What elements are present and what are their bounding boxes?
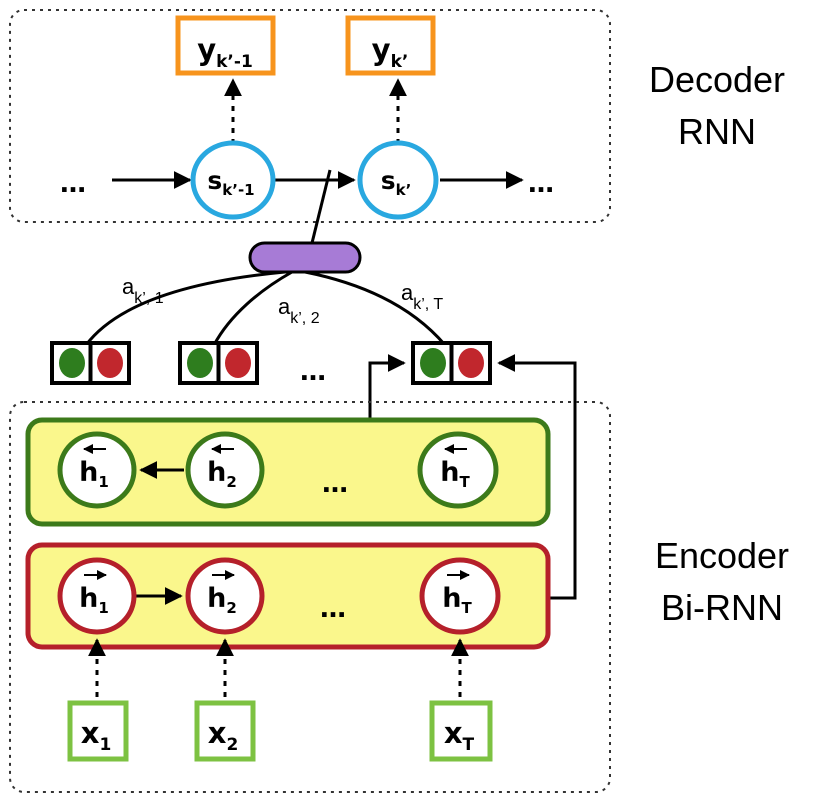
forward-ellipsis: … [320, 594, 346, 624]
decoder-output-label: yk’ [372, 33, 409, 72]
encoder-label-line1: Encoder [655, 535, 789, 576]
decoder-group [9, 9, 611, 223]
attention-node [248, 241, 362, 274]
forward-state-label: h1 [79, 583, 109, 617]
forward-layer [25, 542, 551, 650]
forward-state-node [419, 557, 501, 635]
attention-weight-line [212, 270, 293, 346]
backward-state-node [57, 431, 137, 509]
attention-weight-line [304, 270, 447, 346]
attention-weight-label: ak’, 1 [122, 274, 164, 307]
backward-ellipsis: … [322, 469, 348, 499]
input-box [194, 700, 256, 762]
backward-state-label: h1 [79, 457, 109, 491]
decoder-state-node [190, 140, 276, 220]
forward-state-label: h2 [207, 583, 237, 617]
encoder-label-line2: Bi-RNN [661, 587, 783, 628]
annotation-vector [50, 341, 131, 385]
decoder-state-label: sk’-1 [207, 166, 254, 199]
attention-weight-label: ak’, T [401, 280, 443, 313]
forward-state-label: hT [442, 583, 472, 617]
annotation-vector [411, 341, 492, 385]
decoder-ellipsis-left: … [60, 169, 86, 199]
input-box [429, 700, 493, 762]
backward-state-node [185, 431, 265, 509]
input-label: x2 [208, 716, 239, 755]
decoder-label-line2: RNN [678, 111, 756, 152]
forward-state-dot [225, 348, 251, 378]
decoder-label-line1: Decoder [649, 59, 785, 100]
backward-state-label: hT [440, 457, 470, 491]
input-label: x1 [81, 716, 112, 755]
backward-state-dot [187, 348, 213, 378]
attention-weight-line [84, 270, 286, 346]
input-box [67, 700, 129, 762]
backward-state-dot [59, 348, 85, 378]
backward-state-dot [420, 348, 446, 378]
encoder-group [9, 401, 611, 793]
backward-state-label: h2 [207, 457, 237, 491]
backward-layer [25, 417, 551, 527]
context-vector-line [310, 169, 332, 244]
annotation-ellipsis: … [300, 357, 326, 387]
decoder-state-node [357, 140, 439, 220]
forward-state-dot [458, 348, 484, 378]
decoder-ellipsis-right: … [528, 169, 554, 199]
attention-weight-label: ak’, 2 [278, 294, 320, 327]
decoder-state-label: sk’ [381, 166, 412, 199]
annotation-vector [178, 341, 259, 385]
decoder-output-label: yk’-1 [197, 33, 253, 72]
input-label: xT [444, 716, 475, 755]
decoder-output-box [345, 15, 436, 76]
forward-state-node [185, 557, 265, 635]
forward-state-node [57, 557, 137, 635]
forward-state-dot [97, 348, 123, 378]
decoder-output-box [175, 15, 276, 76]
backward-state-node [417, 431, 499, 509]
